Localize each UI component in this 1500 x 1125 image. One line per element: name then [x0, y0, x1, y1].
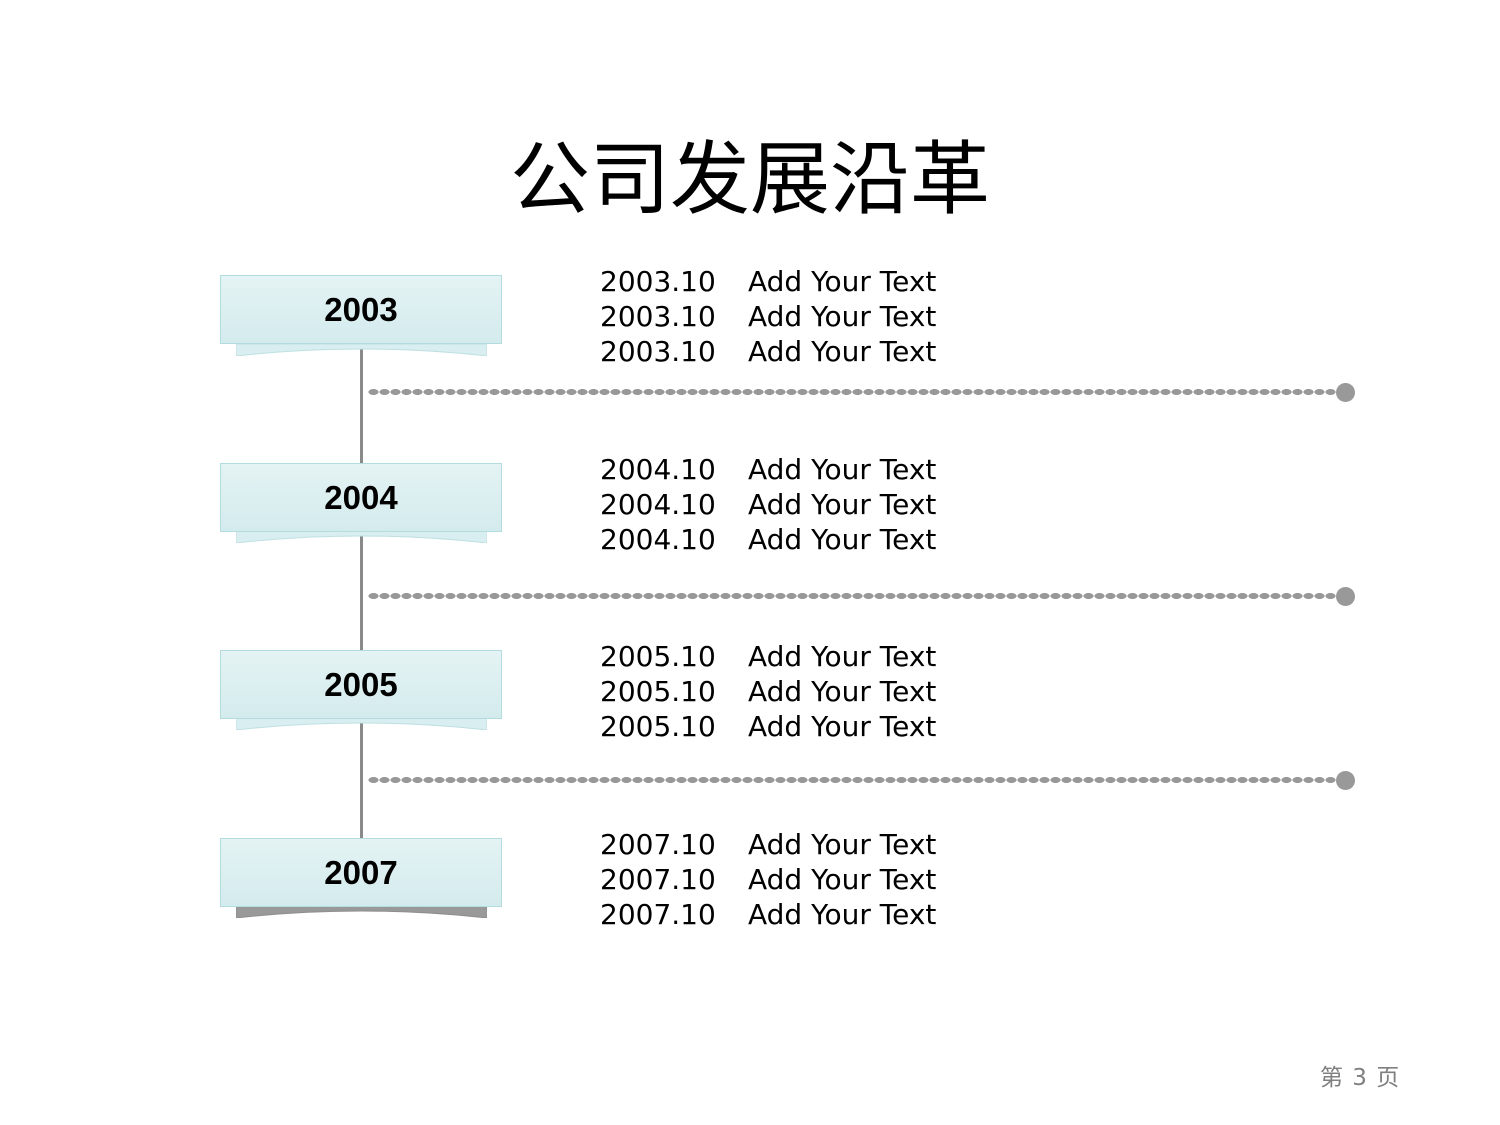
entry-text: Add Your Text	[748, 863, 937, 896]
entry-row: 2005.10 Add Your Text	[600, 674, 936, 709]
year-box-ribbon	[236, 344, 487, 356]
entry-date: 2004.10	[600, 523, 716, 556]
year-label: 2007	[324, 853, 398, 891]
entry-row: 2004.10 Add Your Text	[600, 487, 936, 522]
entry-row: 2003.10 Add Your Text	[600, 334, 936, 369]
entry-text: Add Your Text	[748, 453, 937, 486]
entry-date: 2004.10	[600, 488, 716, 521]
entry-text: Add Your Text	[748, 335, 937, 368]
entry-date: 2007.10	[600, 898, 716, 931]
entry-date: 2007.10	[600, 863, 716, 896]
entry-text: Add Your Text	[748, 265, 937, 298]
entry-row: 2007.10 Add Your Text	[600, 862, 936, 897]
entry-row: 2007.10 Add Your Text	[600, 827, 936, 862]
entry-row: 2004.10 Add Your Text	[600, 452, 936, 487]
entry-date: 2007.10	[600, 828, 716, 861]
entry-text: Add Your Text	[748, 675, 937, 708]
entry-text: Add Your Text	[748, 710, 937, 743]
entry-text: Add Your Text	[748, 488, 937, 521]
entry-text: Add Your Text	[748, 828, 937, 861]
entry-row: 2005.10 Add Your Text	[600, 709, 936, 744]
connector-end-dot-icon	[1336, 587, 1355, 606]
year-box-2004: 2004	[220, 463, 502, 532]
year-box-2003: 2003	[220, 275, 502, 344]
entry-date: 2005.10	[600, 640, 716, 673]
year-box-ribbon	[236, 906, 487, 918]
entry-date: 2003.10	[600, 265, 716, 298]
year-label: 2004	[324, 478, 398, 516]
timeline-vertical-line	[360, 345, 363, 840]
dotted-connector-line	[368, 777, 1338, 783]
entry-row: 2007.10 Add Your Text	[600, 897, 936, 932]
entry-date: 2003.10	[600, 335, 716, 368]
page-title: 公司发展沿革	[510, 133, 990, 226]
year-box-2005: 2005	[220, 650, 502, 719]
page-number: 第 3 页	[1320, 1065, 1401, 1091]
entry-row: 2003.10 Add Your Text	[600, 264, 936, 299]
entry-text: Add Your Text	[748, 300, 937, 333]
year-label: 2005	[324, 665, 398, 703]
dotted-connector-line	[368, 389, 1338, 395]
entry-date: 2005.10	[600, 710, 716, 743]
connector-end-dot-icon	[1336, 771, 1355, 790]
entry-text: Add Your Text	[748, 898, 937, 931]
connector-end-dot-icon	[1336, 383, 1355, 402]
entry-row: 2003.10 Add Your Text	[600, 299, 936, 334]
year-label: 2003	[324, 290, 398, 328]
entry-text: Add Your Text	[748, 640, 937, 673]
year-box-2007: 2007	[220, 838, 502, 907]
dotted-connector-line	[368, 593, 1338, 599]
entry-text: Add Your Text	[748, 523, 937, 556]
entry-row: 2004.10 Add Your Text	[600, 522, 936, 557]
entry-row: 2005.10 Add Your Text	[600, 639, 936, 674]
entry-date: 2003.10	[600, 300, 716, 333]
year-box-ribbon	[236, 531, 487, 543]
entry-date: 2004.10	[600, 453, 716, 486]
entry-date: 2005.10	[600, 675, 716, 708]
year-box-ribbon	[236, 718, 487, 730]
